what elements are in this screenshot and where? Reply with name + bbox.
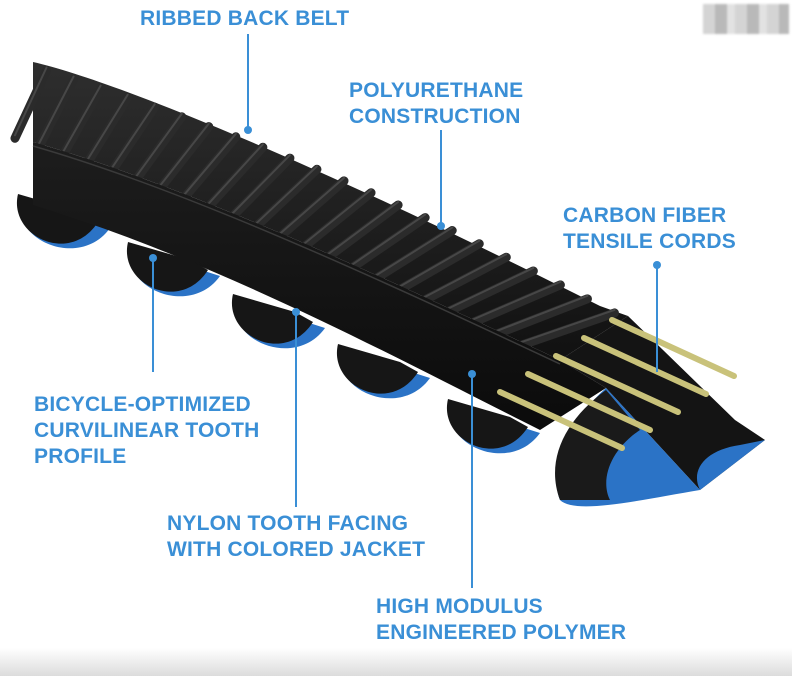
- belt-rib-highlight: [157, 122, 210, 189]
- belt-rib: [273, 176, 349, 243]
- label-tooth-profile-line-1: BICYCLE-OPTIMIZED: [34, 393, 251, 416]
- belt-rib: [154, 122, 214, 195]
- belt-back-surface: [33, 62, 628, 360]
- label-polyurethane: POLYURETHANE CONSTRUCTION: [349, 78, 523, 130]
- belt-rib-highlight: [421, 253, 508, 300]
- belt-rib-highlight: [61, 84, 102, 154]
- leader-dot: [653, 261, 661, 269]
- label-ribbed-back-belt-text: RIBBED BACK BELT: [140, 7, 350, 30]
- tensile-cord: [553, 353, 681, 415]
- tensile-cord: [525, 371, 653, 433]
- label-ribbed-back-belt: RIBBED BACK BELT: [140, 6, 349, 32]
- bottom-fade: [0, 648, 792, 676]
- leader-dot: [437, 222, 445, 230]
- belt-rib-highlight: [37, 75, 75, 145]
- belt-rib: [226, 153, 295, 223]
- label-polyurethane-line-2: CONSTRUCTION: [349, 105, 521, 128]
- belt-rib-highlight: [277, 176, 346, 236]
- belt-rib: [82, 93, 133, 169]
- label-carbon-fiber: CARBON FIBER TENSILE CORDS: [563, 203, 736, 255]
- belt-rib-highlight: [517, 308, 616, 345]
- belt-rib: [106, 102, 160, 178]
- label-polymer-line-2: ENGINEERED POLYMER: [376, 621, 627, 644]
- belt-rib-highlight: [133, 112, 183, 180]
- label-polymer-line-1: HIGH MODULUS: [376, 595, 543, 618]
- belt-ribs: [10, 65, 619, 351]
- leader-dot: [149, 254, 157, 262]
- belt-rib: [489, 294, 592, 340]
- belt-rib: [393, 239, 484, 295]
- belt-rib: [465, 280, 565, 329]
- belt-rib-highlight: [181, 132, 237, 198]
- belt-rib: [441, 266, 538, 318]
- label-carbon-fiber-line-2: TENSILE CORDS: [563, 230, 736, 253]
- belt-rib: [34, 74, 79, 152]
- tooth-body: [446, 399, 528, 449]
- tensile-cord: [497, 389, 625, 451]
- belt-rib: [345, 213, 430, 274]
- leader-lines: [149, 34, 661, 588]
- belt-rib-highlight: [301, 188, 373, 247]
- belt-rib: [250, 164, 322, 233]
- belt-rib-highlight: [349, 213, 427, 267]
- label-tooth-profile: BICYCLE-OPTIMIZED CURVILINEAR TOOTH PROF…: [34, 392, 259, 470]
- belt-rib: [202, 142, 268, 214]
- tooth-body: [231, 294, 313, 344]
- leader-dot: [244, 126, 252, 134]
- belt-rib: [297, 188, 376, 253]
- label-nylon-facing: NYLON TOOTH FACING WITH COLORED JACKET: [167, 511, 425, 563]
- end-tooth-jacket-2: [696, 440, 765, 490]
- label-tooth-profile-line-3: PROFILE: [34, 445, 127, 468]
- belt-side-face: [33, 142, 606, 430]
- tooth-body: [336, 344, 418, 394]
- tooth-body: [16, 194, 98, 244]
- leader-dot: [468, 370, 476, 378]
- leader-dot: [292, 308, 300, 316]
- belt-rib-highlight: [85, 93, 129, 162]
- tensile-cord: [581, 335, 709, 397]
- label-polyurethane-line-1: POLYURETHANE: [349, 79, 524, 102]
- belt-side-edge: [32, 145, 561, 365]
- belt-rib: [369, 226, 457, 285]
- label-tooth-profile-line-2: CURVILINEAR TOOTH: [34, 419, 260, 442]
- label-nylon-facing-line-1: NYLON TOOTH FACING: [167, 512, 409, 535]
- belt-rib: [513, 308, 619, 351]
- tensile-cord: [609, 317, 737, 379]
- tooth-body: [126, 242, 208, 292]
- belt-rib: [10, 65, 52, 143]
- belt-rib-highlight: [493, 294, 589, 334]
- belt-rib: [321, 200, 403, 263]
- belt-rib-highlight: [229, 154, 291, 217]
- blurred-watermark: [703, 4, 789, 34]
- belt-rib-highlight: [205, 143, 264, 207]
- belt-rib: [417, 252, 511, 306]
- belt-rib: [130, 112, 187, 186]
- belt-rib-highlight: [469, 280, 562, 322]
- belt-rib-highlight: [109, 103, 156, 171]
- belt-rib-highlight: [325, 200, 400, 257]
- label-nylon-facing-line-2: WITH COLORED JACKET: [167, 538, 426, 561]
- belt-rib-highlight: [373, 226, 454, 278]
- tensile-cords: [497, 317, 737, 451]
- belt-rib-highlight: [397, 239, 481, 289]
- belt-rib-highlight: [253, 165, 318, 227]
- belt-rib-highlight: [13, 66, 48, 137]
- belt-rib: [58, 84, 106, 160]
- label-carbon-fiber-line-1: CARBON FIBER: [563, 204, 727, 227]
- belt-rib-highlight: [445, 266, 535, 311]
- belt-rib: [178, 132, 241, 205]
- label-polymer: HIGH MODULUS ENGINEERED POLYMER: [376, 594, 626, 646]
